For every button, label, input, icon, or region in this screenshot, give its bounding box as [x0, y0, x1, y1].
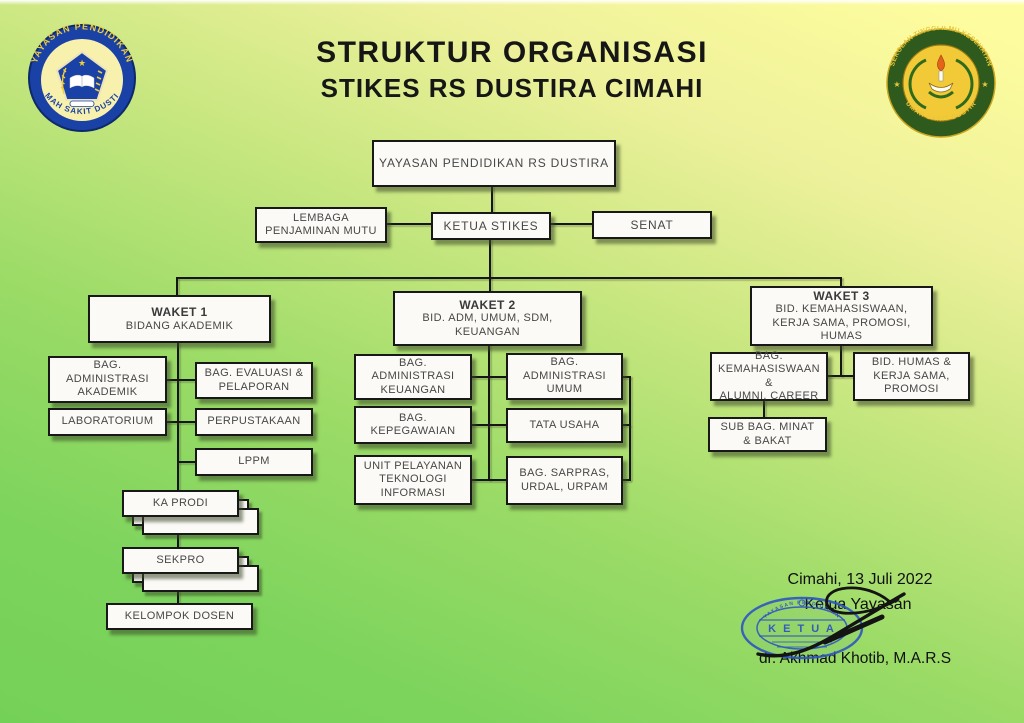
- connector-bracket: [629, 376, 631, 481]
- torch-handle: [938, 70, 944, 82]
- hands-icon: [928, 90, 954, 99]
- connector: [165, 379, 197, 381]
- connector: [470, 376, 508, 378]
- node-label: SENAT: [630, 217, 674, 232]
- laurel-left: [908, 58, 927, 110]
- node-label: KELOMPOK DOSEN: [124, 609, 235, 622]
- yayasan-pendidikan-logo: YAYASAN PENDIDIKAN RUMAH SAKIT DUSTIRA ★: [27, 22, 136, 132]
- node-label: BAG. EVALUASI & PELAPORAN: [204, 367, 304, 393]
- ladder-marks: [94, 70, 103, 92]
- node-title: WAKET 3: [813, 288, 870, 303]
- node-label: KETUA STIKES: [443, 218, 539, 233]
- org-node-waket-2: WAKET 2 BID. ADM, UMUM, SDM, KEUANGAN: [393, 291, 582, 346]
- connector: [840, 277, 842, 287]
- signature-date: Cimahi, 13 Juli 2022: [787, 571, 933, 588]
- star-icon: ★: [893, 80, 900, 89]
- lamp-bowl-icon: [928, 82, 954, 93]
- org-node-bag-kepegawaian: BAG. KEPEGAWAIAN: [354, 406, 472, 444]
- node-label: LEMBAGA PENJAMINAN MUTU: [265, 211, 377, 237]
- node-label: SUB BAG. MINAT & BAKAT: [720, 421, 815, 447]
- title-line-2: STIKES RS DUSTIRA CIMAHI: [320, 73, 704, 103]
- org-node-unit-pelayanan-ti: UNIT PELAYANAN TEKNOLOGI INFORMASI: [354, 455, 472, 505]
- connector-trunk-waket2: [488, 345, 490, 481]
- org-node-ka-prodi: KA PRODI: [122, 490, 239, 517]
- org-node-lppm: LPPM: [195, 448, 313, 476]
- connector-rail: [176, 277, 842, 279]
- connector: [470, 479, 508, 481]
- org-node-bag-sarpras: BAG. SARPRAS, URDAL, URPAM: [506, 456, 623, 505]
- node-label: KA PRODI: [152, 496, 209, 509]
- org-node-tata-usaha: TATA USAHA: [506, 408, 623, 443]
- org-node-sekpro: SEKPRO: [122, 547, 239, 574]
- connector: [621, 424, 631, 426]
- stamp-center-text: K E T U A: [768, 623, 836, 635]
- page-title: STRUKTUR ORGANISASI STIKES RS DUSTIRA CI…: [0, 36, 1024, 104]
- org-node-bag-evaluasi-pelaporan: BAG. EVALUASI & PELAPORAN: [195, 362, 313, 399]
- node-label: BAG. KEMAHASISWAAN & ALUMNI, CAREER: [718, 349, 820, 402]
- org-node-bag-administrasi-umum: BAG. ADMINISTRASI UMUM: [506, 353, 623, 400]
- wheat-branch-icon: [60, 67, 67, 95]
- org-node-yayasan-pendidikan: YAYASAN PENDIDIKAN RS DUSTIRA: [372, 140, 616, 187]
- node-title: WAKET 2: [459, 297, 516, 312]
- connector: [826, 375, 856, 377]
- org-node-sub-bag-minat-bakat: SUB BAG. MINAT & BAKAT: [708, 417, 827, 452]
- pentagon-shield: [55, 50, 109, 101]
- node-label: BAG. ADMINISTRASI UMUM: [522, 356, 607, 396]
- connector: [550, 223, 592, 225]
- org-node-senat: SENAT: [592, 211, 712, 239]
- star-icon: ★: [981, 80, 988, 89]
- star-icon: ★: [78, 58, 86, 68]
- node-label: YAYASAN PENDIDIKAN RS DUSTIRA: [379, 156, 609, 171]
- node-label: BAG. ADMINISTRASI AKADEMIK: [65, 359, 150, 399]
- node-label: BID. KEMAHASISWAAN, KERJA SAMA, PROMOSI,…: [772, 303, 911, 343]
- connector: [470, 424, 508, 426]
- org-node-bid-humas: BID. HUMAS & KERJA SAMA, PROMOSI: [853, 352, 970, 401]
- org-node-bag-kemahasiswaan: BAG. KEMAHASISWAAN & ALUMNI, CAREER: [710, 349, 828, 402]
- node-label: SEKPRO: [156, 553, 205, 566]
- ketua-stamp: YAYASAN PENDIDIKAN K E T U A: [740, 596, 864, 660]
- node-label: TATA USAHA: [529, 418, 600, 431]
- connector: [763, 400, 765, 418]
- connector: [840, 344, 842, 377]
- connector: [386, 223, 431, 225]
- connector: [489, 277, 491, 293]
- org-node-waket-1: WAKET 1 BIDANG AKADEMIK: [88, 295, 271, 343]
- node-label: BID. HUMAS & KERJA SAMA, PROMOSI: [871, 356, 952, 396]
- org-node-lembaga-penjaminan-mutu: LEMBAGA PENJAMINAN MUTU: [255, 207, 387, 243]
- logo-disc: [902, 44, 980, 122]
- node-label: BAG. ADMINISTRASI KEUANGAN: [371, 356, 455, 396]
- org-node-kelompok-dosen: KELOMPOK DOSEN: [106, 603, 253, 630]
- stikes-logo: SEKOLAH TINGGI ILMU KESEHATAN RUMAH SAKI…: [884, 26, 996, 138]
- node-label: BIDANG AKADEMIK: [125, 319, 234, 332]
- org-node-bag-administrasi-akademik: BAG. ADMINISTRASI AKADEMIK: [48, 356, 167, 403]
- node-label: LABORATORIUM: [61, 415, 154, 428]
- connector: [177, 461, 197, 463]
- signature-name: dr. Akhmad Khotib, M.A.R.S: [758, 650, 952, 667]
- node-label: BID. ADM, UMUM, SDM, KEUANGAN: [422, 312, 553, 338]
- signature-scribble: [756, 586, 906, 658]
- connector: [165, 421, 197, 423]
- connector: [491, 186, 493, 212]
- org-node-laboratorium: LABORATORIUM: [48, 408, 167, 436]
- node-label: PERPUSTAKAAN: [207, 415, 301, 428]
- connector: [176, 277, 178, 296]
- node-label: BAG. SARPRAS, URDAL, URPAM: [519, 467, 610, 493]
- org-node-waket-3: WAKET 3 BID. KEMAHASISWAAN, KERJA SAMA, …: [750, 286, 933, 346]
- org-node-perpustakaan: PERPUSTAKAAN: [195, 408, 313, 436]
- stamp-and-signature: YAYASAN PENDIDIKAN K E T U A: [740, 586, 906, 660]
- banner-ribbon: [69, 100, 95, 107]
- node-label: BAG. KEPEGAWAIAN: [370, 411, 456, 437]
- node-label: LPPM: [238, 455, 270, 468]
- title-line-1: STRUKTUR ORGANISASI: [316, 36, 708, 69]
- connector: [621, 479, 631, 481]
- org-node-bag-administrasi-keuangan: BAG. ADMINISTRASI KEUANGAN: [354, 354, 472, 400]
- org-node-ketua-stikes: KETUA STIKES: [431, 212, 551, 240]
- laurel-right: [955, 58, 974, 110]
- connector: [621, 376, 631, 378]
- node-label: UNIT PELAYANAN TEKNOLOGI INFORMASI: [363, 459, 463, 499]
- scan-edge-fade: [0, 0, 1024, 5]
- connector: [489, 239, 491, 279]
- connector-trunk-waket1: [177, 342, 179, 605]
- node-title: WAKET 1: [151, 304, 208, 319]
